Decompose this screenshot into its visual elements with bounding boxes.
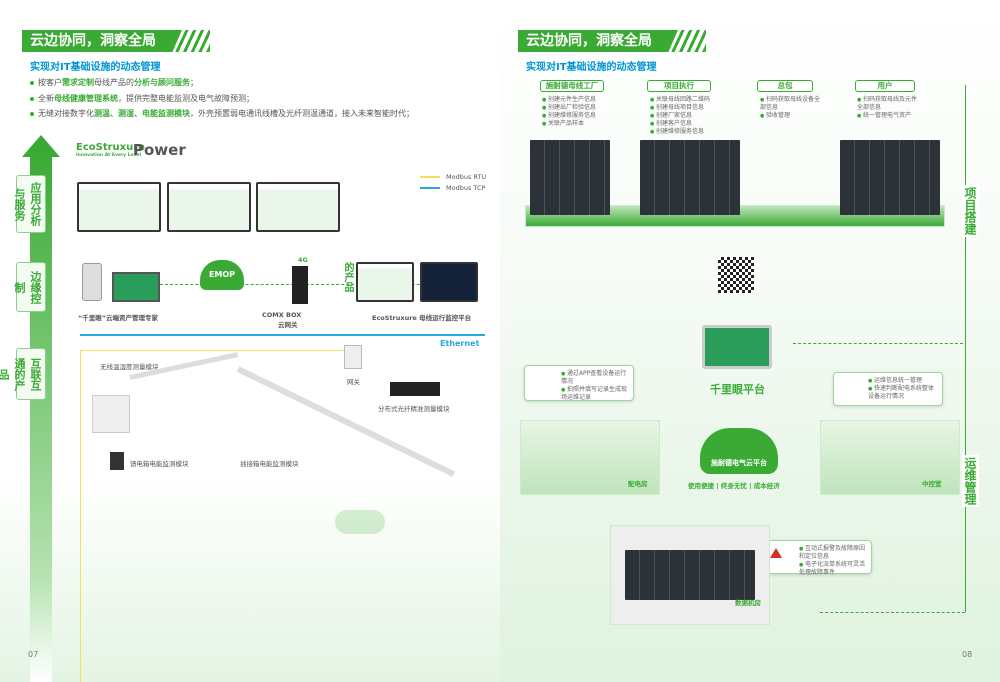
subtitle-right: 实现对IT基础设施的动态管理 — [526, 62, 657, 73]
app-label: “千里眼”云端资产管理专家 — [78, 314, 159, 322]
wireless-label: 无线温湿度测量模块 — [100, 363, 159, 371]
power-room-scene — [520, 420, 660, 495]
comx-label: COMX BOX — [262, 311, 302, 319]
project-racks — [640, 140, 740, 215]
screen-3 — [256, 182, 340, 232]
callout-control-room: 运维信息统一管理快速判断配电系统整体设备运行情况 — [833, 372, 943, 406]
step-contractor-list: 扫码获取母线设备全部信息验收管理 — [760, 96, 820, 120]
bullet-3: 无缝对接数字化测温、测湿、电能监测模块，外壳预置弱电通讯线槽及光纤测温通道，接入… — [30, 108, 414, 119]
page-number-right: 08 — [962, 650, 973, 659]
cloud-platform: 施耐德电气云平台 — [700, 428, 778, 474]
scene-label-control-room: 中控室 — [922, 480, 942, 488]
power-title: Power — [133, 141, 186, 159]
screen-2 — [167, 182, 251, 232]
4g-label: 4G — [298, 256, 308, 264]
fiber-label: 分布式光纤精准测量模块 — [378, 405, 450, 413]
ecostruxure-logo: EcoStruxure Innovation At Every Level — [76, 142, 145, 158]
step-contractor: 总包 — [757, 80, 813, 92]
gateway-image — [344, 345, 362, 369]
factory-racks — [530, 140, 610, 215]
side-label-ops: 运维管理 — [962, 455, 979, 507]
monitor-2 — [420, 262, 478, 302]
feeder-meter — [110, 452, 124, 470]
comx-sub: 云网关 — [278, 321, 298, 329]
subtitle: 实现对IT基础设施的动态管理 — [30, 62, 161, 73]
header-slashes-right — [666, 30, 706, 52]
callout-power-room: 通过APP查看设备运行情况拍照并填写记录生成现场运维记录 — [524, 365, 634, 401]
page-number: 07 — [28, 650, 39, 659]
layer-application: 应用分析与服务 — [13, 175, 46, 233]
qr-code[interactable] — [718, 257, 754, 293]
side-line — [965, 85, 966, 612]
layer-products: 互联互通的产品 — [0, 348, 46, 400]
screen-1 — [77, 182, 161, 232]
scene-label-power-room: 配电房 — [628, 480, 648, 488]
dashed-link — [160, 284, 460, 285]
step-user-list: 扫码获取母线及元件全部信息统一管理电气资产 — [857, 96, 919, 120]
fiber-module — [390, 382, 440, 396]
busway-box — [92, 395, 130, 433]
gateway-label: 网关 — [347, 378, 360, 386]
ethernet-label: Ethernet — [440, 339, 480, 348]
legend-rtu: Modbus RTU — [446, 173, 487, 181]
monitor-1 — [356, 262, 414, 302]
legend-rtu-line — [420, 176, 440, 178]
bullet-2: 全新母线健康管理系统，提供完整电能监测及电气故障预测； — [30, 93, 254, 104]
cloud-platform-label: 施耐德电气云平台 — [711, 459, 767, 467]
plugin-label: 插接箱电能监测模块 — [240, 460, 299, 468]
dashed-return-top — [793, 343, 963, 344]
step-user: 用户 — [855, 80, 915, 92]
feeder-label: 馈电箱电能监测模块 — [130, 460, 189, 468]
cloud-decoration — [335, 510, 385, 534]
layer-edge: 边缘控制 — [13, 262, 46, 312]
side-label-build: 项目搭建 — [962, 185, 979, 237]
warning-icon — [770, 548, 782, 558]
header-slashes — [170, 30, 210, 52]
laptop-image — [112, 272, 160, 302]
control-room-scene — [820, 420, 960, 495]
step-project: 项目执行 — [647, 80, 711, 92]
user-racks — [840, 140, 940, 215]
rtu-line — [80, 350, 350, 682]
platform-laptop — [702, 325, 772, 369]
cloud-tagline: 使用便捷 | 终身无忧 | 成本经济 — [688, 482, 780, 490]
data-center-racks — [625, 550, 755, 600]
legend-tcp: Modbus TCP — [446, 184, 486, 192]
platform-title: 千里眼平台 — [710, 383, 765, 396]
scene-label-data-center: 数据机房 — [735, 599, 761, 607]
emop-cloud: EMOP — [200, 260, 244, 290]
step-project-list: 关联母线回路二维码创建母线项目信息创建厂家信息创建客户信息创建维修服务信息 — [650, 96, 710, 136]
section-header-right: 云边协同，洞察全局 — [518, 30, 678, 52]
bullet-1: 按客户需求定制母线产品的分析与顾问服务； — [30, 77, 198, 88]
platform-label: EcoStruxure 母线运行监控平台 — [372, 314, 472, 322]
left-page: 云边协同，洞察全局 实现对IT基础设施的动态管理 按客户需求定制母线产品的分析与… — [0, 0, 500, 682]
step-factory-list: 创建元件生产信息创建出厂检验信息创建维修服务信息关联产品样本 — [542, 96, 596, 128]
dashed-return-bottom — [820, 612, 965, 613]
section-header: 云边协同，洞察全局 — [22, 30, 182, 52]
comx-box — [292, 266, 308, 304]
step-factory: 施耐德母线工厂 — [540, 80, 604, 92]
phone-image — [82, 263, 102, 301]
ethernet-line — [80, 334, 485, 336]
products-label: 的产品 — [342, 262, 353, 292]
legend-tcp-line — [420, 187, 440, 189]
callout-data-center: 互动式报警及故障原因和定位信息电子化派单系统可灵活处理故障事件 — [762, 540, 872, 576]
